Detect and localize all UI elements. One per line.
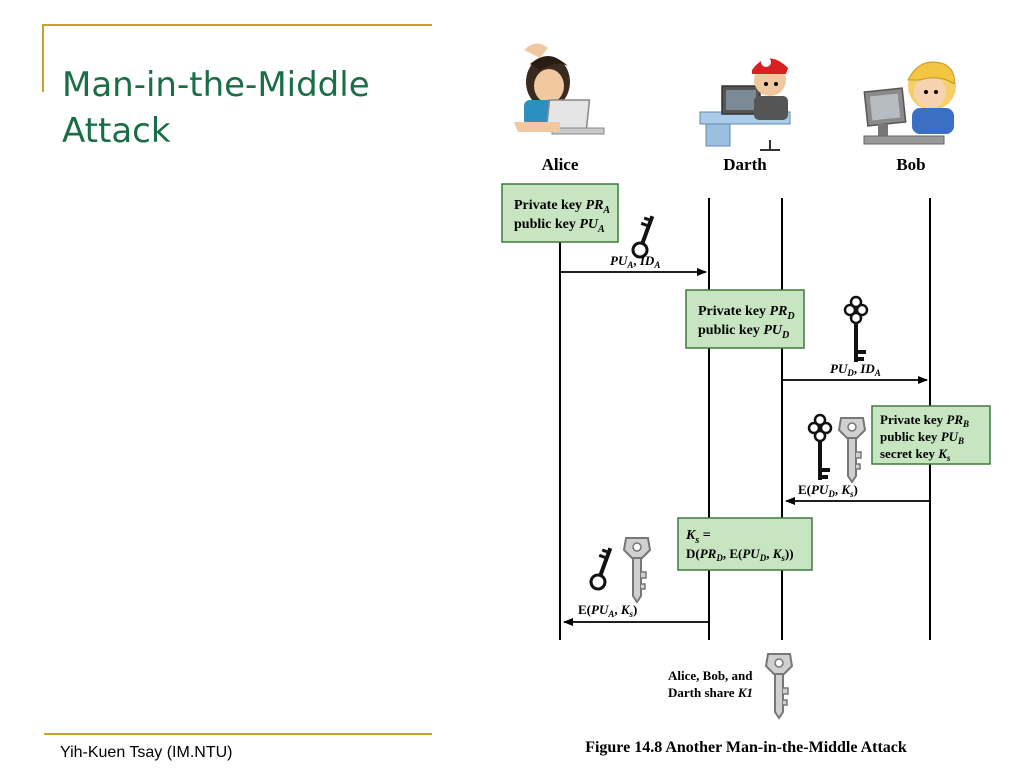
darth-public-key-icon xyxy=(843,295,869,364)
alice-public-key-icon-2 xyxy=(586,543,619,593)
darth-key-box: Private key PRD public key PUD xyxy=(685,289,805,349)
message-label-4: E(PUA, Ks) xyxy=(578,602,637,619)
message-label-2: PUD, IDA xyxy=(830,361,881,378)
svg-text:D(PRD, E(PUD, Ks)): D(PRD, E(PUD, Ks)) xyxy=(686,546,794,563)
svg-text:secret key Ks: secret key Ks xyxy=(880,446,951,463)
title-frame-top-line xyxy=(42,24,432,26)
svg-text:public key PUA: public key PUA xyxy=(514,217,605,235)
party-label-bob: Bob xyxy=(896,155,925,174)
party-label-darth: Darth xyxy=(723,155,767,174)
svg-text:public key PUD: public key PUD xyxy=(698,323,789,341)
slide-title-line1: Man-in-the-Middle xyxy=(62,65,370,105)
message-label-1: PUA, IDA xyxy=(610,253,660,270)
alice-key-box: Private key PRA public key PUA xyxy=(501,183,619,243)
svg-text:Ks =: Ks = xyxy=(685,528,711,546)
alice-illustration xyxy=(514,43,605,135)
darth-decrypt-box: Ks = D(PRD, E(PUD, Ks)) xyxy=(677,517,813,571)
figure-caption: Figure 14.8 Another Man-in-the-Middle At… xyxy=(585,739,907,756)
bob-key-box: Private key PRB public key PUB secret ke… xyxy=(871,405,991,465)
shared-secret-key-icon xyxy=(765,653,793,719)
party-label-alice: Alice xyxy=(542,155,579,174)
slide-footer: Yih-Kuen Tsay (IM.NTU) xyxy=(60,744,233,761)
title-frame-left-line xyxy=(42,24,44,92)
shared-key-note-line1: Alice, Bob, and xyxy=(668,668,753,683)
svg-text:Private key PRB: Private key PRB xyxy=(880,412,969,429)
svg-text:public key PUB: public key PUB xyxy=(880,429,964,446)
svg-text:Private key PRD: Private key PRD xyxy=(698,304,795,322)
footer-line xyxy=(44,733,432,735)
secret-key-icon-bob xyxy=(838,417,866,483)
secret-key-icon-alice xyxy=(623,537,651,603)
darth-illustration xyxy=(699,57,791,151)
shared-key-note-line2: Darth share K1 xyxy=(668,685,753,700)
slide-title-line2: Attack xyxy=(62,111,171,151)
bob-illustration xyxy=(863,61,956,145)
svg-text:Private key PRA: Private key PRA xyxy=(514,198,610,216)
message-label-3: E(PUD, Ks) xyxy=(798,482,858,499)
slide-title: Man-in-the-Middle Attack xyxy=(62,62,442,154)
darth-public-key-icon-2 xyxy=(807,413,833,482)
